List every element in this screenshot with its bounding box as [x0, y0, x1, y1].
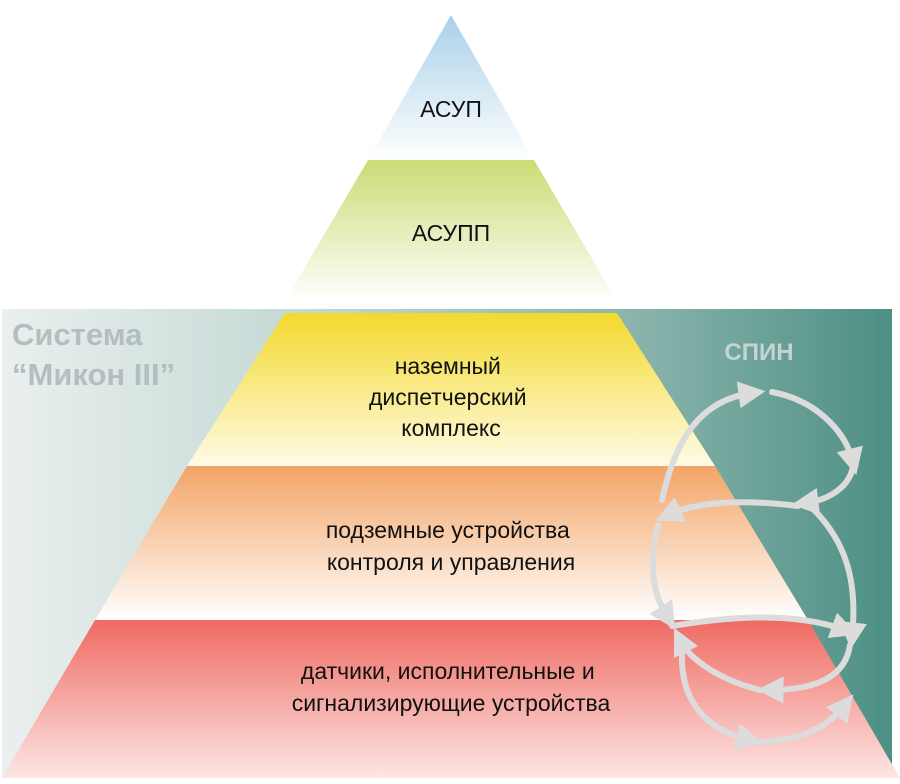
cycle-arrow-9	[673, 627, 763, 693]
cycle-arrow-5	[649, 522, 676, 630]
system-label-line-1: Система	[12, 317, 143, 352]
level-underground-text: подземные устройства контроля и управлен…	[326, 517, 576, 575]
level-sensors-line-1: датчики, исполнительные и	[301, 658, 595, 684]
cycle-arrow-4	[655, 497, 801, 522]
level-asup	[368, 15, 534, 160]
system-label-line-2: “Микон III”	[12, 357, 175, 392]
level-asup-text: АСУП	[420, 96, 482, 122]
cycle-arrows	[649, 381, 867, 751]
level-ground	[187, 313, 715, 466]
level-underground-line-2: контроля и управления	[327, 549, 575, 575]
level-ground-text: наземный диспетчерский комплекс	[369, 353, 533, 441]
level-ground-line-3: комплекс	[401, 415, 500, 441]
pyramid	[2, 15, 900, 778]
level-asupp-text: АСУПП	[412, 220, 490, 246]
cycle-arrow-2	[769, 389, 863, 476]
level-asup-line: АСУП	[420, 96, 482, 122]
level-underground	[95, 466, 808, 620]
level-ground-line-1: наземный	[395, 353, 501, 379]
level-sensors	[2, 620, 900, 778]
cycle-arrow-8	[756, 642, 853, 704]
level-sensors-text: датчики, исполнительные и сигнализирующи…	[292, 658, 611, 716]
level-asupp-line: АСУПП	[412, 220, 490, 246]
level-sensors-line-2: сигнализирующие устройства	[292, 690, 611, 716]
level-asupp	[285, 160, 617, 301]
cycle-arrow-11	[757, 694, 854, 745]
cycle-arrow-10	[678, 649, 764, 751]
system-label: Система “Микон III”	[12, 317, 175, 392]
cycle-arrow-3	[791, 463, 856, 515]
spin-label: СПИН	[724, 339, 793, 366]
cycle-arrow-7	[809, 505, 867, 650]
level-underground-line-1: подземные устройства	[326, 517, 570, 543]
level-ground-line-2: диспетчерский	[369, 384, 527, 410]
cycle-arrow-1	[659, 381, 766, 503]
cycle-arrow-6	[669, 612, 858, 639]
